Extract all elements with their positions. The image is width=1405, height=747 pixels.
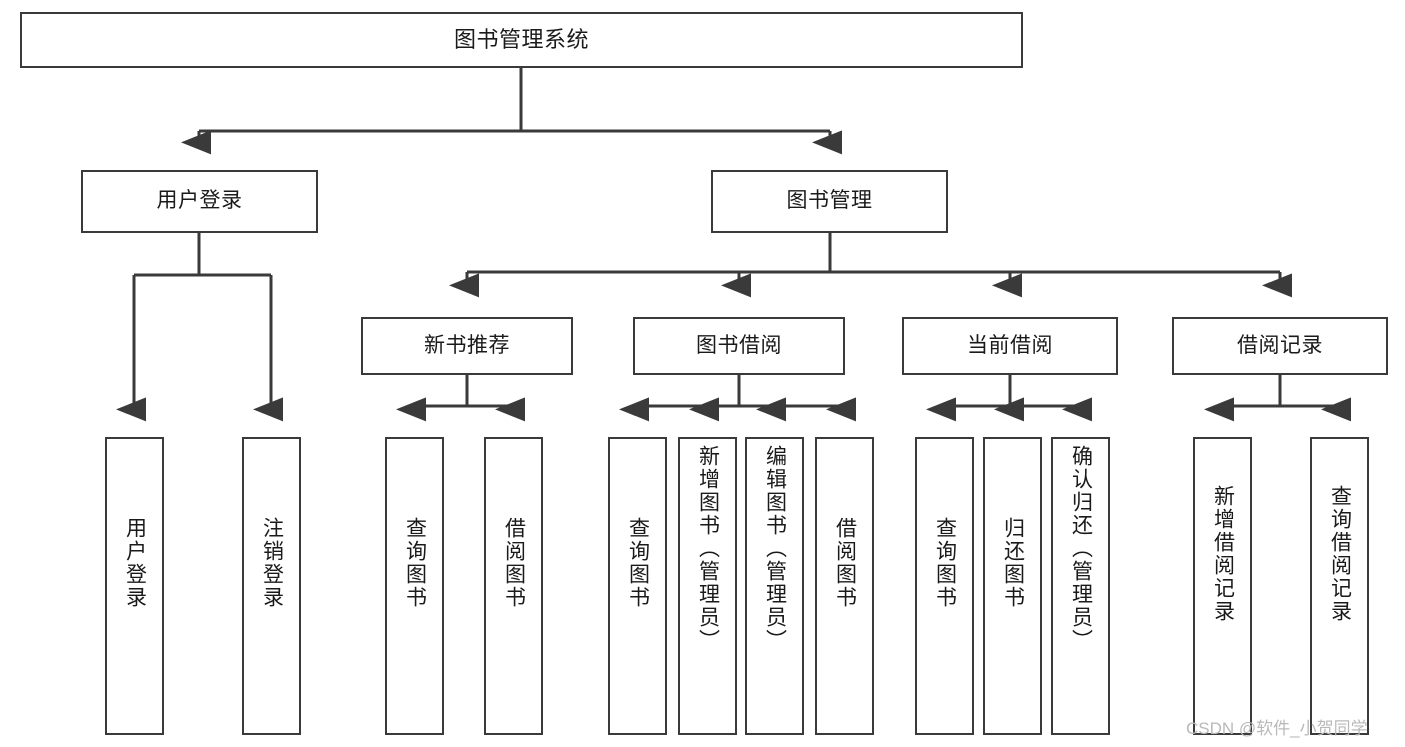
node-leaf-edit-book-admin-label: 编辑图书（管理员） <box>763 445 787 652</box>
node-leaf-add-borrow-record[interactable]: 新增借阅记录 <box>1193 437 1252 735</box>
node-user-login[interactable]: 用户登录 <box>81 170 318 233</box>
node-leaf-confirm-return-admin-label: 确认归还（管理员） <box>1069 445 1093 652</box>
node-user-login-label: 用户登录 <box>156 189 243 213</box>
node-leaf-return-book[interactable]: 归还图书 <box>983 437 1042 735</box>
node-current-borrow-label: 当前借阅 <box>967 333 1053 357</box>
node-leaf-logout-login[interactable]: 注销登录 <box>242 437 301 735</box>
node-leaf-borrow-book-2[interactable]: 借阅图书 <box>815 437 874 735</box>
node-leaf-user-login-label: 用户登录 <box>123 517 147 609</box>
node-book-management-label: 图书管理 <box>786 189 873 213</box>
node-leaf-edit-book-admin[interactable]: 编辑图书（管理员） <box>745 437 804 735</box>
node-leaf-user-login[interactable]: 用户登录 <box>105 437 164 735</box>
node-leaf-add-borrow-record-label: 新增借阅记录 <box>1211 485 1235 623</box>
node-book-borrow[interactable]: 图书借阅 <box>633 317 845 375</box>
node-leaf-borrow-book-1[interactable]: 借阅图书 <box>484 437 543 735</box>
node-leaf-query-book-1[interactable]: 查询图书 <box>385 437 444 735</box>
node-root-system[interactable]: 图书管理系统 <box>20 12 1023 68</box>
node-root-system-label: 图书管理系统 <box>453 27 589 53</box>
node-leaf-query-book-3-label: 查询图书 <box>933 517 957 609</box>
node-book-management[interactable]: 图书管理 <box>711 170 948 233</box>
node-leaf-query-book-1-label: 查询图书 <box>403 517 427 609</box>
node-current-borrow[interactable]: 当前借阅 <box>902 317 1118 375</box>
node-leaf-add-book-admin[interactable]: 新增图书（管理员） <box>678 437 737 735</box>
node-leaf-logout-login-label: 注销登录 <box>260 517 284 609</box>
node-leaf-query-borrow-record-label: 查询借阅记录 <box>1328 485 1352 623</box>
node-leaf-query-book-2-label: 查询图书 <box>626 517 650 609</box>
node-leaf-query-book-3[interactable]: 查询图书 <box>915 437 974 735</box>
node-leaf-borrow-book-2-label: 借阅图书 <box>833 517 857 609</box>
node-borrow-record-label: 借阅记录 <box>1237 333 1323 357</box>
node-leaf-borrow-book-1-label: 借阅图书 <box>502 517 526 609</box>
node-leaf-confirm-return-admin[interactable]: 确认归还（管理员） <box>1051 437 1110 735</box>
node-book-borrow-label: 图书借阅 <box>696 333 782 357</box>
node-leaf-add-book-admin-label: 新增图书（管理员） <box>696 445 720 652</box>
node-borrow-record[interactable]: 借阅记录 <box>1172 317 1388 375</box>
node-leaf-return-book-label: 归还图书 <box>1001 517 1025 609</box>
node-new-book-recommend-label: 新书推荐 <box>424 333 510 357</box>
node-leaf-query-book-2[interactable]: 查询图书 <box>608 437 667 735</box>
node-leaf-query-borrow-record[interactable]: 查询借阅记录 <box>1310 437 1369 735</box>
node-new-book-recommend[interactable]: 新书推荐 <box>361 317 573 375</box>
csdn-watermark: CSDN @软件_小贺同学 <box>1186 719 1368 738</box>
